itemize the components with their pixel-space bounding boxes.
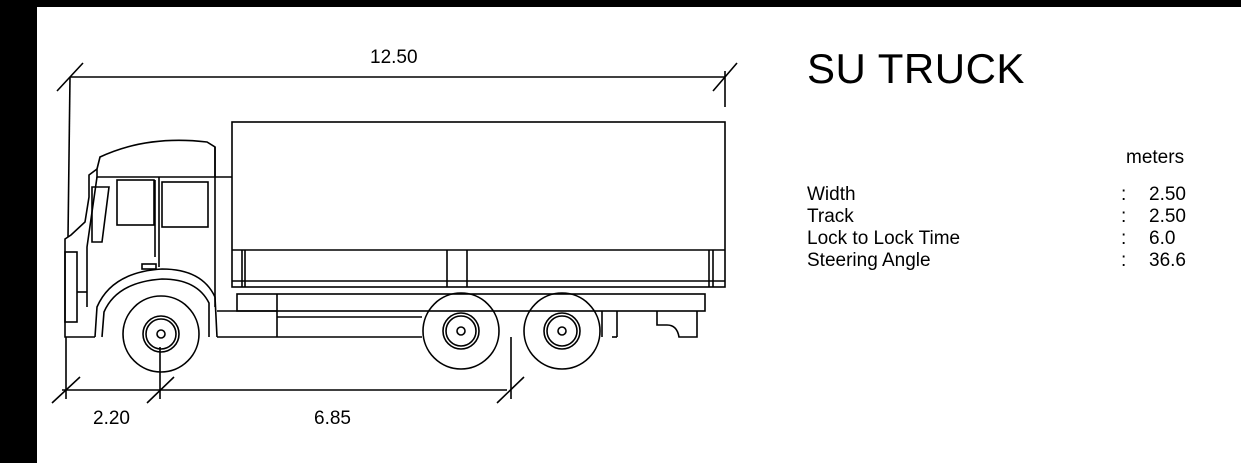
truck-elevation-drawing: 12.50 2.20 6.85 (51, 47, 738, 429)
spec-label: Track (807, 206, 854, 227)
overall-length-label: 12.50 (370, 47, 418, 68)
front-wheel (122, 295, 200, 373)
spec-label: Lock to Lock Time (807, 228, 961, 249)
spec-label: Steering Angle (807, 250, 931, 271)
spec-row-lock-time: Lock to Lock Time : 6.0 (807, 228, 1227, 250)
spec-row-steering-angle: Steering Angle : 36.6 (807, 250, 1227, 272)
drawing-sheet: 12.50 2.20 6.85 (37, 7, 1241, 463)
spec-separator: : (1121, 228, 1127, 249)
spec-row-width: Width : 2.50 (807, 184, 1227, 206)
overall-length-dimension: 12.50 (56, 47, 738, 238)
rear-wheel-1 (422, 292, 500, 370)
truck-cab (64, 139, 232, 338)
spec-label: Width (807, 184, 856, 205)
spec-value: 2.50 (1149, 184, 1186, 205)
spec-value: 6.0 (1149, 228, 1176, 249)
spec-separator: : (1121, 206, 1127, 227)
units-label: meters (1126, 147, 1185, 168)
spec-value: 36.6 (1149, 250, 1186, 271)
spec-row-track: Track : 2.50 (807, 206, 1227, 228)
rear-wheel-2 (523, 292, 601, 370)
spec-value: 2.50 (1149, 206, 1186, 227)
axle-dimensions: 2.20 6.85 (51, 337, 525, 429)
spec-separator: : (1121, 184, 1127, 205)
cargo-box (231, 121, 726, 288)
wheelbase-label: 6.85 (314, 408, 351, 429)
page-title: SU TRUCK (807, 45, 1025, 92)
front-overhang-label: 2.20 (93, 408, 130, 429)
spec-separator: : (1121, 250, 1127, 271)
